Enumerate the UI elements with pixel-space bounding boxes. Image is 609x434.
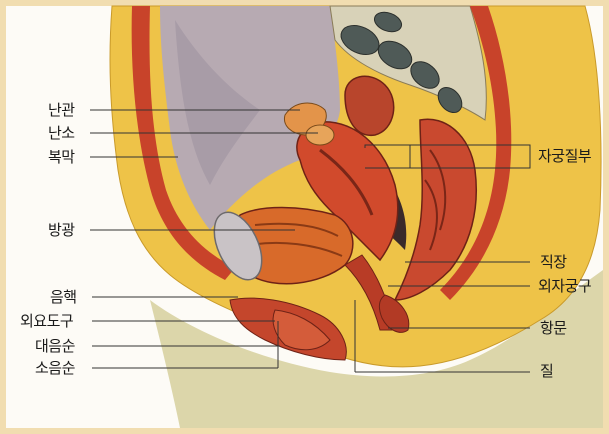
label-ovary: 난소 xyxy=(48,124,75,142)
ovary xyxy=(306,125,334,145)
label-fallopian-tube: 난관 xyxy=(48,101,75,119)
label-vagina: 질 xyxy=(540,362,553,380)
label-external-os: 외자궁구 xyxy=(538,277,591,295)
label-labia-majora: 대음순 xyxy=(35,337,75,355)
label-external-urethral-orifice: 외요도구 xyxy=(20,312,73,330)
label-peritoneum: 복막 xyxy=(48,148,75,166)
label-bladder: 방광 xyxy=(48,221,75,239)
label-rectouterine-pouch: 자궁질부 xyxy=(538,147,591,165)
label-labia-minora: 소음순 xyxy=(35,359,75,377)
label-rectum: 직장 xyxy=(540,253,567,271)
label-anus: 항문 xyxy=(540,319,567,337)
label-clitoris: 음핵 xyxy=(50,288,77,306)
